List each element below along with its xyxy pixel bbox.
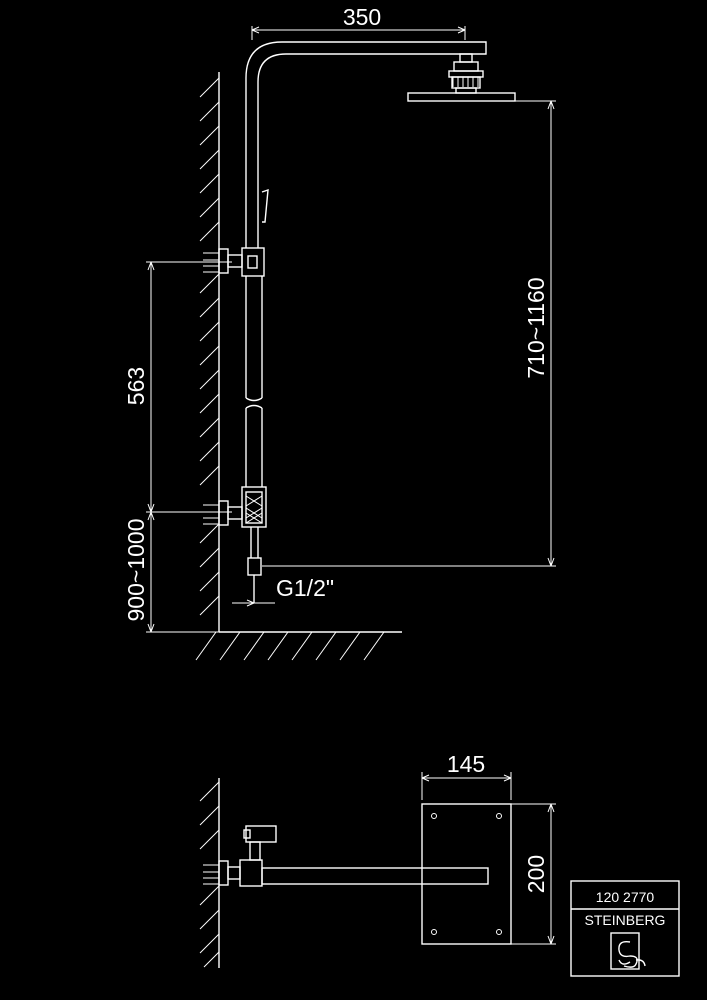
dimension-bracket-spacing bbox=[146, 261, 232, 513]
dimension-plate-height bbox=[511, 803, 556, 945]
wall-side-view bbox=[199, 72, 220, 632]
overhead-shower-head bbox=[407, 53, 516, 102]
slider-holder bbox=[261, 188, 269, 223]
dim-label-g12: G1/2" bbox=[276, 575, 334, 601]
dim-label-145: 145 bbox=[447, 751, 485, 777]
dim-label-350: 350 bbox=[343, 4, 381, 30]
floor-line bbox=[195, 631, 402, 661]
dimension-arm-length bbox=[251, 26, 466, 40]
top-view-shower-plate bbox=[421, 803, 512, 945]
steinberg-logo-box: 120 2770 STEINBERG bbox=[570, 880, 680, 977]
shower-riser-pipe bbox=[245, 41, 487, 558]
brand-name: STEINBERG bbox=[585, 912, 666, 928]
article-number: 120 2770 bbox=[596, 889, 655, 905]
top-view-bracket bbox=[203, 859, 263, 887]
top-view-arm bbox=[261, 867, 489, 885]
dimension-height-range bbox=[262, 100, 556, 567]
wall-top-view bbox=[199, 778, 220, 968]
upper-wall-bracket bbox=[203, 247, 265, 277]
dim-label-563: 563 bbox=[123, 367, 149, 405]
dimension-connection bbox=[232, 599, 275, 607]
dim-label-200: 200 bbox=[523, 855, 549, 893]
dim-label-900-1000: 900~1000 bbox=[123, 519, 149, 622]
top-view-diverter-knob bbox=[243, 825, 277, 861]
dimension-plate-width bbox=[421, 772, 512, 800]
dim-label-710-1160: 710~1160 bbox=[523, 277, 549, 378]
lower-wall-bracket-diverter bbox=[203, 486, 267, 528]
dimension-mount-height bbox=[146, 511, 219, 633]
steinberg-s-logo-icon bbox=[610, 932, 646, 970]
connection-fitting bbox=[247, 557, 262, 603]
